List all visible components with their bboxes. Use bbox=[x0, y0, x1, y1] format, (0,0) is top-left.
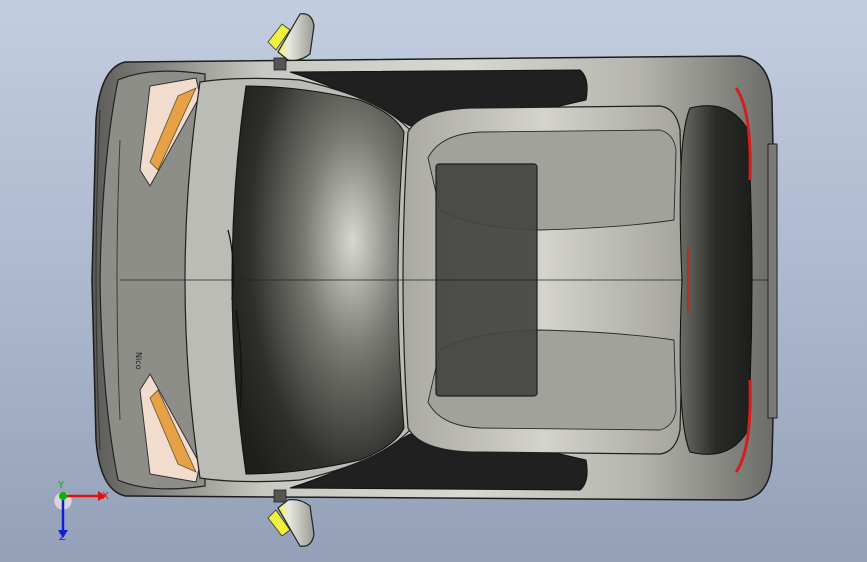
z-axis-label: Z bbox=[59, 532, 66, 543]
wiper-left bbox=[227, 229, 234, 301]
front-badge: Nico bbox=[134, 352, 143, 370]
hood-grille-line bbox=[116, 139, 121, 421]
rear-light-top bbox=[734, 87, 752, 181]
left-mirror[interactable] bbox=[267, 13, 315, 71]
left-headlight-amber bbox=[149, 87, 197, 171]
right-headlight-amber bbox=[149, 389, 197, 473]
axis-triad: X Z Y bbox=[53, 480, 109, 543]
rear-window bbox=[679, 105, 753, 455]
y-axis-dot bbox=[59, 492, 67, 500]
rear-bumper bbox=[767, 143, 778, 419]
front-bumper bbox=[95, 109, 101, 451]
car-model[interactable]: Nico bbox=[91, 13, 778, 547]
wiper-right bbox=[235, 309, 242, 411]
x-axis-head bbox=[98, 491, 106, 501]
x-axis-label: X bbox=[102, 491, 109, 502]
z-axis-head bbox=[58, 530, 68, 538]
rear-light-bottom bbox=[734, 379, 752, 473]
right-mirror[interactable] bbox=[267, 489, 315, 547]
y-axis-label: Y bbox=[57, 480, 65, 491]
